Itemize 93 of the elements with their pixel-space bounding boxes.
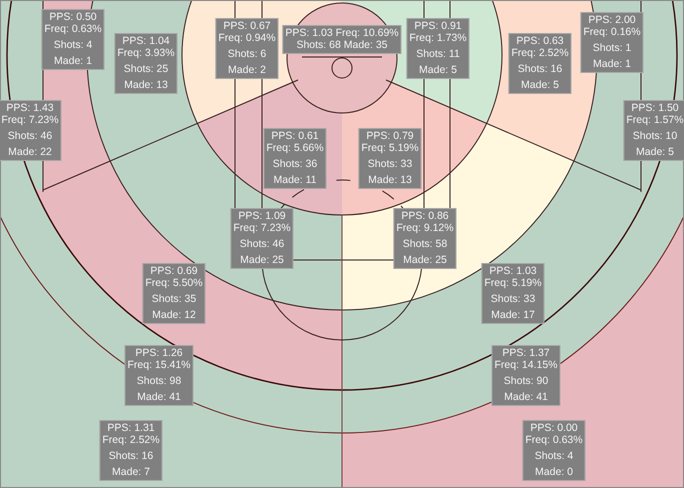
stat-text: Made: 13 <box>368 174 412 186</box>
stat-text: Freq: 15.41% <box>127 359 191 371</box>
stat-text: Shots: 16 <box>518 63 562 75</box>
stat-text: PPS: 1.04 <box>122 35 170 47</box>
stat-text: Shots: 33 <box>490 293 536 305</box>
stat-text: Shots: 90 <box>504 375 548 387</box>
stat-text: Made: 1 <box>54 55 92 67</box>
stat-text: Shots: 36 <box>272 158 318 170</box>
stat-text: Made: 5 <box>636 146 674 158</box>
stat-box <box>263 128 327 189</box>
stat-text: Shots: 1 <box>592 42 632 54</box>
stat-text: PPS: 1.37 <box>502 347 550 359</box>
stat-box <box>508 33 572 94</box>
stat-text: Made: 25 <box>403 254 447 266</box>
stat-text: Freq: 5.19% <box>484 277 542 289</box>
stat-text: Shots: 98 <box>136 375 182 387</box>
stat-text: Freq: 0.16% <box>583 26 641 38</box>
stat-text: Freq: 5.66% <box>266 142 324 154</box>
stat-box <box>282 25 402 54</box>
stat-box <box>393 208 457 269</box>
stat-text: Shots: 35 <box>152 293 196 305</box>
stat-text: Freq: 0.63% <box>525 434 583 446</box>
stat-text: Freq: 9.12% <box>396 222 454 234</box>
stat-text: Freq: 2.52% <box>102 434 160 446</box>
stat-box <box>142 263 206 324</box>
stat-box <box>580 12 644 73</box>
stat-text: Freq: 0.94% <box>218 32 276 44</box>
stat-text: Made: 13 <box>124 79 168 91</box>
stat-box <box>406 18 470 79</box>
stat-text: Made: 7 <box>112 466 150 478</box>
stat-text: Made: 2 <box>228 64 266 76</box>
stat-text: Made: 41 <box>504 391 548 403</box>
stat-text: Shots: 10 <box>632 130 678 142</box>
stat-text: PPS: 1.09 <box>238 210 286 222</box>
stat-box <box>358 128 422 189</box>
stat-text: PPS: 0.91 <box>414 20 462 32</box>
stat-text: Freq: 1.73% <box>409 32 467 44</box>
stat-text: Freq: 3.93% <box>117 47 175 59</box>
stat-text: PPS: 1.50 <box>631 102 679 114</box>
stat-text: Freq: 2.52% <box>511 47 569 59</box>
stat-box <box>230 208 294 269</box>
stat-text: PPS: 1.26 <box>135 347 183 359</box>
stat-box <box>99 420 163 481</box>
stat-text: Shots: 25 <box>124 63 168 75</box>
stat-text: PPS: 1.03 Freq: 10.69% <box>285 27 399 39</box>
stat-text: Made: 5 <box>521 79 559 91</box>
stat-text: Freq: 5.50% <box>145 277 203 289</box>
stat-text: Freq: 1.57% <box>626 114 684 126</box>
stat-text: PPS: 0.79 <box>366 130 414 142</box>
stat-text: PPS: 1.03 <box>489 265 537 277</box>
stat-text: Made: 11 <box>274 174 316 186</box>
stat-text: Made: 25 <box>240 254 284 266</box>
stat-text: Shots: 4 <box>54 39 92 51</box>
stat-text: PPS: 0.69 <box>150 265 198 277</box>
stat-box <box>114 33 178 94</box>
stat-text: Freq: 7.23% <box>1 114 59 126</box>
stat-box <box>0 100 62 161</box>
stat-box <box>481 263 545 324</box>
stat-text: PPS: 0.86 <box>401 210 449 222</box>
stat-box <box>522 420 586 481</box>
stat-text: Shots: 16 <box>108 450 154 462</box>
stat-text: Made: 1 <box>593 58 631 70</box>
stat-text: Made: 0 <box>535 466 573 478</box>
stat-text: Shots: 4 <box>534 450 574 462</box>
stat-text: Freq: 0.63% <box>44 23 102 35</box>
stat-text: PPS: 0.61 <box>271 130 319 142</box>
stat-box <box>623 100 684 161</box>
stat-text: Made: 12 <box>152 309 196 321</box>
stat-text: PPS: 1.31 <box>107 422 155 434</box>
stat-text: Shots: 68 Made: 35 <box>296 39 388 51</box>
stat-text: Shots: 46 <box>240 238 284 250</box>
stat-text: Shots: 58 <box>402 238 448 250</box>
stat-text: Freq: 5.19% <box>361 142 419 154</box>
stat-box <box>215 18 279 79</box>
stat-text: Shots: 46 <box>8 130 52 142</box>
stat-box <box>124 345 194 406</box>
stat-text: Freq: 14.15% <box>494 359 558 371</box>
stat-text: Made: 5 <box>419 64 457 76</box>
stat-box <box>491 345 561 406</box>
stat-text: Shots: 11 <box>416 48 460 60</box>
stat-text: Made: 41 <box>137 391 181 403</box>
stat-text: Made: 17 <box>491 309 535 321</box>
stat-text: Made: 22 <box>8 146 52 158</box>
stat-text: PPS: 0.00 <box>530 422 578 434</box>
stat-text: PPS: 2.00 <box>588 14 636 26</box>
stat-text: PPS: 0.50 <box>49 11 97 23</box>
stat-text: PPS: 1.43 <box>6 102 54 114</box>
stat-text: Shots: 6 <box>228 48 266 60</box>
stat-text: PPS: 0.67 <box>223 20 271 32</box>
stat-text: Shots: 33 <box>368 158 412 170</box>
stat-box <box>41 9 105 70</box>
stat-text: Freq: 7.23% <box>233 222 291 234</box>
stat-text: PPS: 0.63 <box>516 35 564 47</box>
